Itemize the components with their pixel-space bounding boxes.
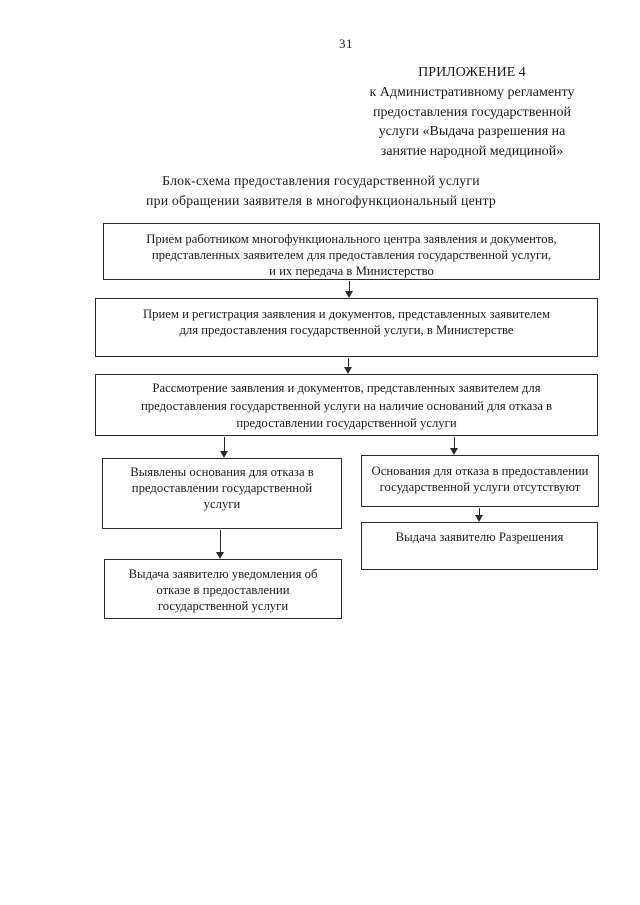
arrow-head <box>345 291 353 298</box>
arrow-shaft <box>454 437 456 449</box>
arrow-head <box>450 448 458 455</box>
arrow-head <box>220 451 228 458</box>
flow-step-review: Рассмотрение заявления и документов, пре… <box>95 374 598 436</box>
arrow-shaft <box>220 530 222 553</box>
flow-step-mfc-reception: Прием работником многофункционального це… <box>103 223 600 280</box>
appendix-header: ПРИЛОЖЕНИЕ 4 к Административному регламе… <box>369 65 575 160</box>
arrow-review-to-no-refusal-icon <box>450 437 459 455</box>
arrow-head <box>344 367 352 374</box>
arrow-shaft <box>479 508 481 516</box>
arrow-shaft <box>224 437 226 452</box>
flow-step-refusal-notice: Выдача заявителю уведомления об отказе в… <box>104 559 342 619</box>
arrow-shaft <box>348 358 350 368</box>
arrow-review-to-refusal-found-icon <box>220 437 229 458</box>
arrow-registration-to-review-icon <box>344 358 353 374</box>
flow-step-issue-permit: Выдача заявителю Разрешения <box>361 522 598 570</box>
arrow-no-refusal-to-permit-icon <box>475 508 484 522</box>
arrow-mfc-to-registration-icon <box>345 281 354 298</box>
arrow-head <box>475 515 483 522</box>
arrow-head <box>216 552 224 559</box>
arrow-refusal-found-to-notice-icon <box>216 530 225 559</box>
flow-step-refusal-grounds-found: Выявлены основания для отказа в предоста… <box>102 458 342 529</box>
flow-step-ministry-registration: Прием и регистрация заявления и документ… <box>95 298 598 357</box>
page-number: 31 <box>339 36 353 51</box>
flowchart-title: Блок-схема предоставления государственно… <box>146 173 496 208</box>
arrow-shaft <box>349 281 351 292</box>
flow-step-no-refusal-grounds: Основания для отказа в предоставлении го… <box>361 455 599 507</box>
